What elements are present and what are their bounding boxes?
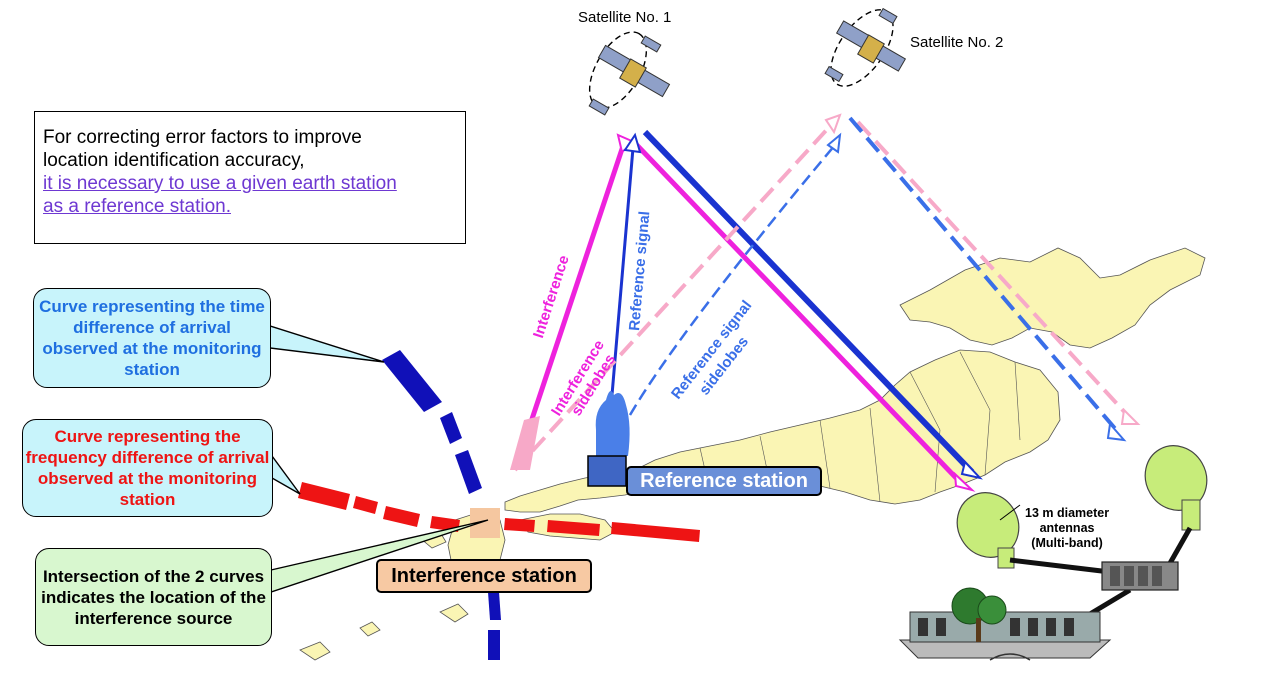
reference-downlink-head: [960, 459, 983, 480]
callout-frequency-difference-text: Curve representing the frequency differe…: [25, 427, 270, 509]
interference-sidelobes-downlink: [856, 120, 1132, 420]
antenna-label-line-2: antennas: [1039, 521, 1095, 535]
reference-uplink: [610, 147, 635, 396]
reference-station-label: Reference station: [626, 466, 822, 496]
callout-frequency-difference-curve: Curve representing the frequency differe…: [22, 419, 273, 517]
callout-intersection: Intersection of the 2 curves indicates t…: [35, 548, 272, 646]
interference-beam-source: [510, 416, 540, 470]
note-line-1: For correcting error factors to improve: [43, 127, 362, 148]
reference-sidelobes-downlink: [848, 116, 1120, 434]
antenna-label: 13 m diameter antennas (Multi-band): [1025, 506, 1109, 551]
interference-downlink-sat1: [630, 138, 962, 484]
small-island-south-3: [359, 621, 381, 637]
antenna-1-icon: [956, 492, 1021, 569]
interference-sidelobes-uplink-head: [824, 113, 842, 135]
satellite-1-icon: [588, 31, 671, 116]
reference-sidelobes-downlink-head: [1106, 421, 1127, 442]
reference-sidelobes-uplink: [628, 144, 836, 416]
small-island-south-2: [299, 641, 331, 661]
note-line-2: location identification accuracy,: [43, 150, 305, 171]
equipment-rack-icon: [1101, 561, 1179, 591]
monitoring-building-icon: [898, 587, 1112, 661]
callout-time-difference-curve: Curve representing the time difference o…: [33, 288, 271, 388]
small-island-south-1: [439, 603, 469, 623]
interference-sidelobes-downlink-head: [1120, 407, 1141, 425]
reference-downlink-sat1: [642, 129, 975, 475]
frequency-difference-curve: [298, 482, 700, 542]
time-difference-curve: [382, 350, 501, 660]
reference-station-plume: [595, 391, 630, 456]
reference-sidelobes-uplink-head: [826, 132, 842, 154]
note-line-3: it is necessary to use a given earth sta…: [43, 173, 397, 194]
interference-uplink: [517, 139, 628, 456]
antenna-1-cable: [1009, 557, 1111, 575]
antenna-2-icon: [1144, 445, 1208, 531]
hokkaido-island: [899, 247, 1206, 349]
satellite-2-icon: [824, 7, 907, 87]
satellite-2-label: Satellite No. 2: [910, 34, 1004, 51]
interference-downlink-head: [953, 471, 976, 492]
reference-station-icon: [587, 455, 627, 487]
callout-time-difference-text: Curve representing the time difference o…: [39, 297, 265, 379]
callout-intersection-text: Intersection of the 2 curves indicates t…: [41, 566, 266, 628]
note-line-4: as a reference station.: [43, 196, 231, 217]
callout-pointer-time: [269, 325, 385, 363]
reference-uplink-head: [623, 132, 642, 154]
callout-pointer-frequency: [271, 453, 301, 495]
reference-station-note: For correcting error factors to improve …: [34, 111, 466, 244]
interference-station-label: Interference station: [376, 559, 592, 593]
antenna-label-line-1: 13 m diameter: [1025, 506, 1110, 520]
antenna-label-line-3: (Multi-band): [1031, 536, 1103, 550]
satellite-1-label: Satellite No. 1: [578, 9, 672, 26]
interference-sidelobes-uplink: [513, 122, 834, 472]
